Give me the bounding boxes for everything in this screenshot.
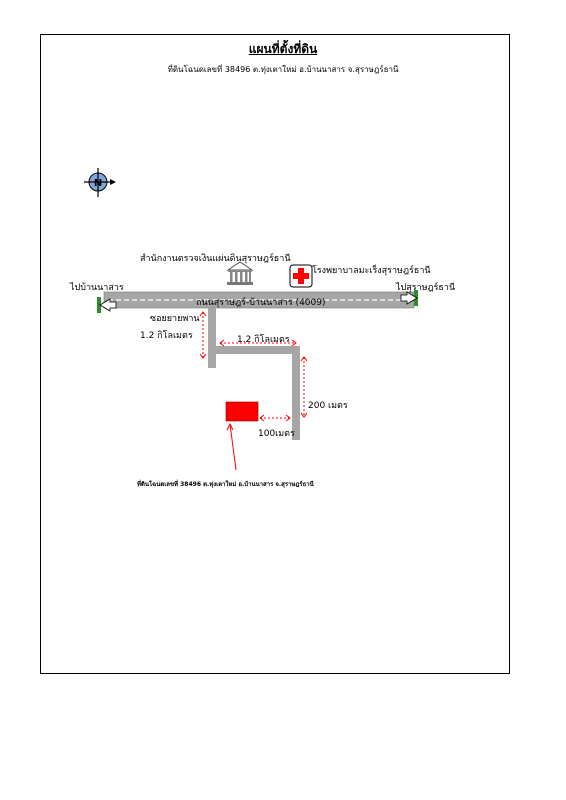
arrow-left-icon [97,297,117,313]
land-office-label: สำนักงานตรวจเงินแผ่นดินสุราษฎร์ธานี [140,254,291,264]
svg-text:N: N [94,178,102,189]
side-road [208,308,300,440]
page-title: แผนที่ตั้งที่ดิน [248,42,318,56]
dimension-vertical [300,356,308,418]
government-building-icon [226,261,254,285]
map-frame [40,34,510,674]
dimension-plot [259,414,291,422]
hospital-cross-icon [289,264,313,288]
to-ban-na-san-label: ไปบ้านนาสาร [70,283,124,293]
distance-plot-label: 100เมตร [258,429,295,439]
distance-horizontal-label: 1.2 กิโลเมตร [237,335,290,345]
soi-label: ซอยยายพาน [150,314,200,324]
distance-vertical-label: 200 เมตร [308,401,348,411]
distance-soi-label: 1.2 กิโลเมตร [140,331,193,341]
arrow-right-icon [400,290,418,306]
main-road [103,291,415,309]
dimension-soi [199,311,207,359]
plot-pointer [226,422,237,471]
page-subtitle: ที่ดินโฉนดเลขที่ 38496 ต.ทุ่งเตาใหม่ อ.บ… [167,65,399,74]
plot-note-label: ที่ดินโฉนดเลขที่ 38496 ต.ทุ่งเตาใหม่ อ.บ… [137,481,314,488]
main-road-label: ถนนสุราษฎร์-บ้านนาสาร (4009) [196,298,326,308]
hospital-label: โรงพยาบาลมะเร็งสุราษฎร์ธานี [312,266,431,276]
dimension-horizontal [219,339,297,347]
land-plot [225,401,259,422]
to-surat-label: ไปสุราษฎร์ธานี [396,283,456,293]
compass-icon: N [84,168,116,197]
